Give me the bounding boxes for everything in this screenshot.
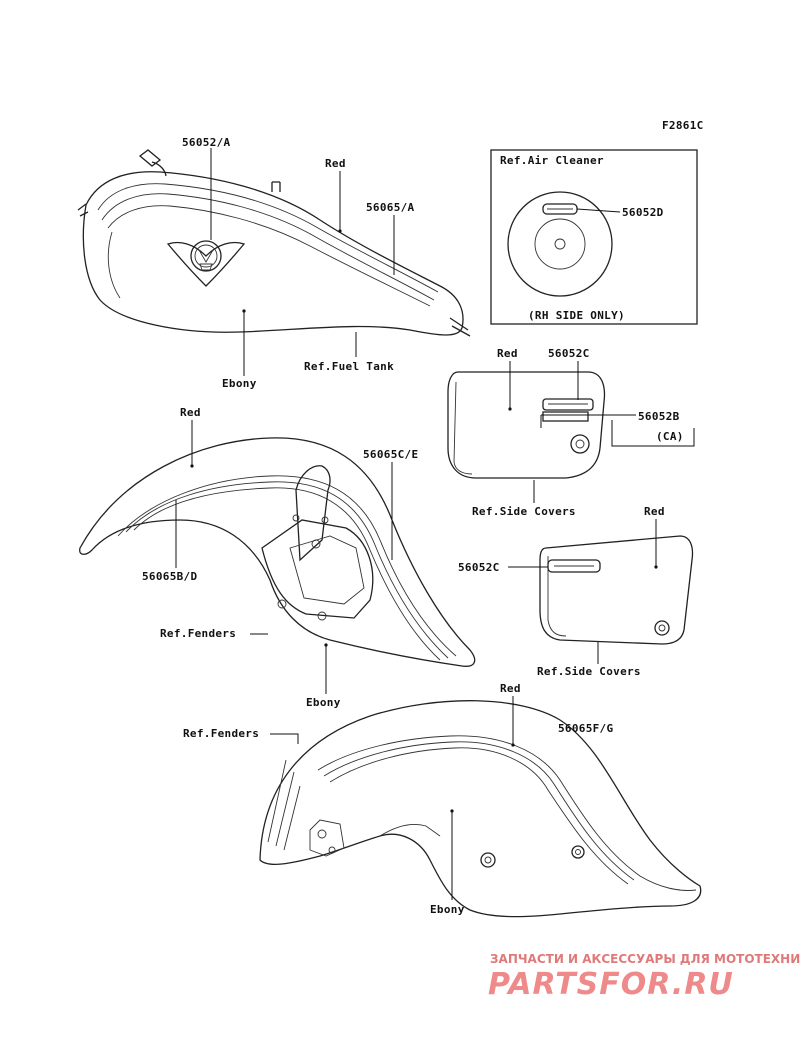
label-56052a: 56052/A xyxy=(182,136,231,149)
label-ref-side-covers-2: Ref.Side Covers xyxy=(537,665,641,678)
label-56065ce: 56065C/E xyxy=(363,448,418,461)
label-side-cover-1-red: Red xyxy=(497,347,518,360)
point-front-fender-ebony xyxy=(324,643,328,647)
label-56052d: 56052D xyxy=(622,206,664,219)
fuel-tank-drawing xyxy=(77,149,471,337)
side-cover-2-drawing xyxy=(539,535,694,645)
label-ref-side-covers-1: Ref.Side Covers xyxy=(472,505,576,518)
leader-56052d xyxy=(576,208,621,213)
air-cleaner-frame xyxy=(490,149,698,325)
label-56065bd: 56065B/D xyxy=(142,570,197,583)
point-rear-fender-ebony xyxy=(450,809,454,813)
front-fender-drawing xyxy=(79,437,476,667)
label-56052b: 56052B xyxy=(638,410,680,423)
label-rh-side-only: (RH SIDE ONLY) xyxy=(528,309,625,322)
point-tank-red xyxy=(338,229,342,233)
label-front-fender-ebony: Ebony xyxy=(306,696,341,709)
point-tank-ebony xyxy=(242,309,246,313)
label-tank-red: Red xyxy=(325,157,346,170)
label-ref-air-cleaner: Ref.Air Cleaner xyxy=(500,154,604,167)
label-front-fender-red: Red xyxy=(180,406,201,419)
point-side-cover-1-red xyxy=(508,407,512,411)
point-front-fender-red xyxy=(190,464,194,468)
rear-fender-drawing xyxy=(259,700,702,918)
air-cleaner-drawing xyxy=(507,191,613,297)
label-ca: (CA) xyxy=(656,430,684,443)
label-56065fg: 56065F/G xyxy=(558,722,613,735)
label-ref-fenders-1: Ref.Fenders xyxy=(160,627,236,640)
point-rear-fender-red xyxy=(511,743,515,747)
label-rear-fender-red: Red xyxy=(500,682,521,695)
label-rear-fender-ebony: Ebony xyxy=(430,903,465,916)
leader-ref-fenders-2 xyxy=(270,733,299,744)
watermark-brand: PARTSFOR.RU xyxy=(488,967,734,1002)
side-cover-1-drawing xyxy=(447,371,606,479)
label-ref-fuel-tank: Ref.Fuel Tank xyxy=(304,360,394,373)
label-56065a: 56065/A xyxy=(366,201,415,214)
leader-56052b xyxy=(540,414,636,428)
watermark-tagline: ЗАПЧАСТИ И АКСЕССУАРЫ ДЛЯ МОТОТЕХНИКИ xyxy=(490,952,800,966)
figure-code: F2861C xyxy=(662,119,704,132)
leader-ca xyxy=(611,420,695,447)
label-tank-ebony: Ebony xyxy=(222,377,257,390)
label-56052c-mid: 56052C xyxy=(458,561,500,574)
point-side-cover-2-red xyxy=(654,565,658,569)
label-side-cover-2-red: Red xyxy=(644,505,665,518)
label-ref-fenders-2: Ref.Fenders xyxy=(183,727,259,740)
label-56052c-top: 56052C xyxy=(548,347,590,360)
